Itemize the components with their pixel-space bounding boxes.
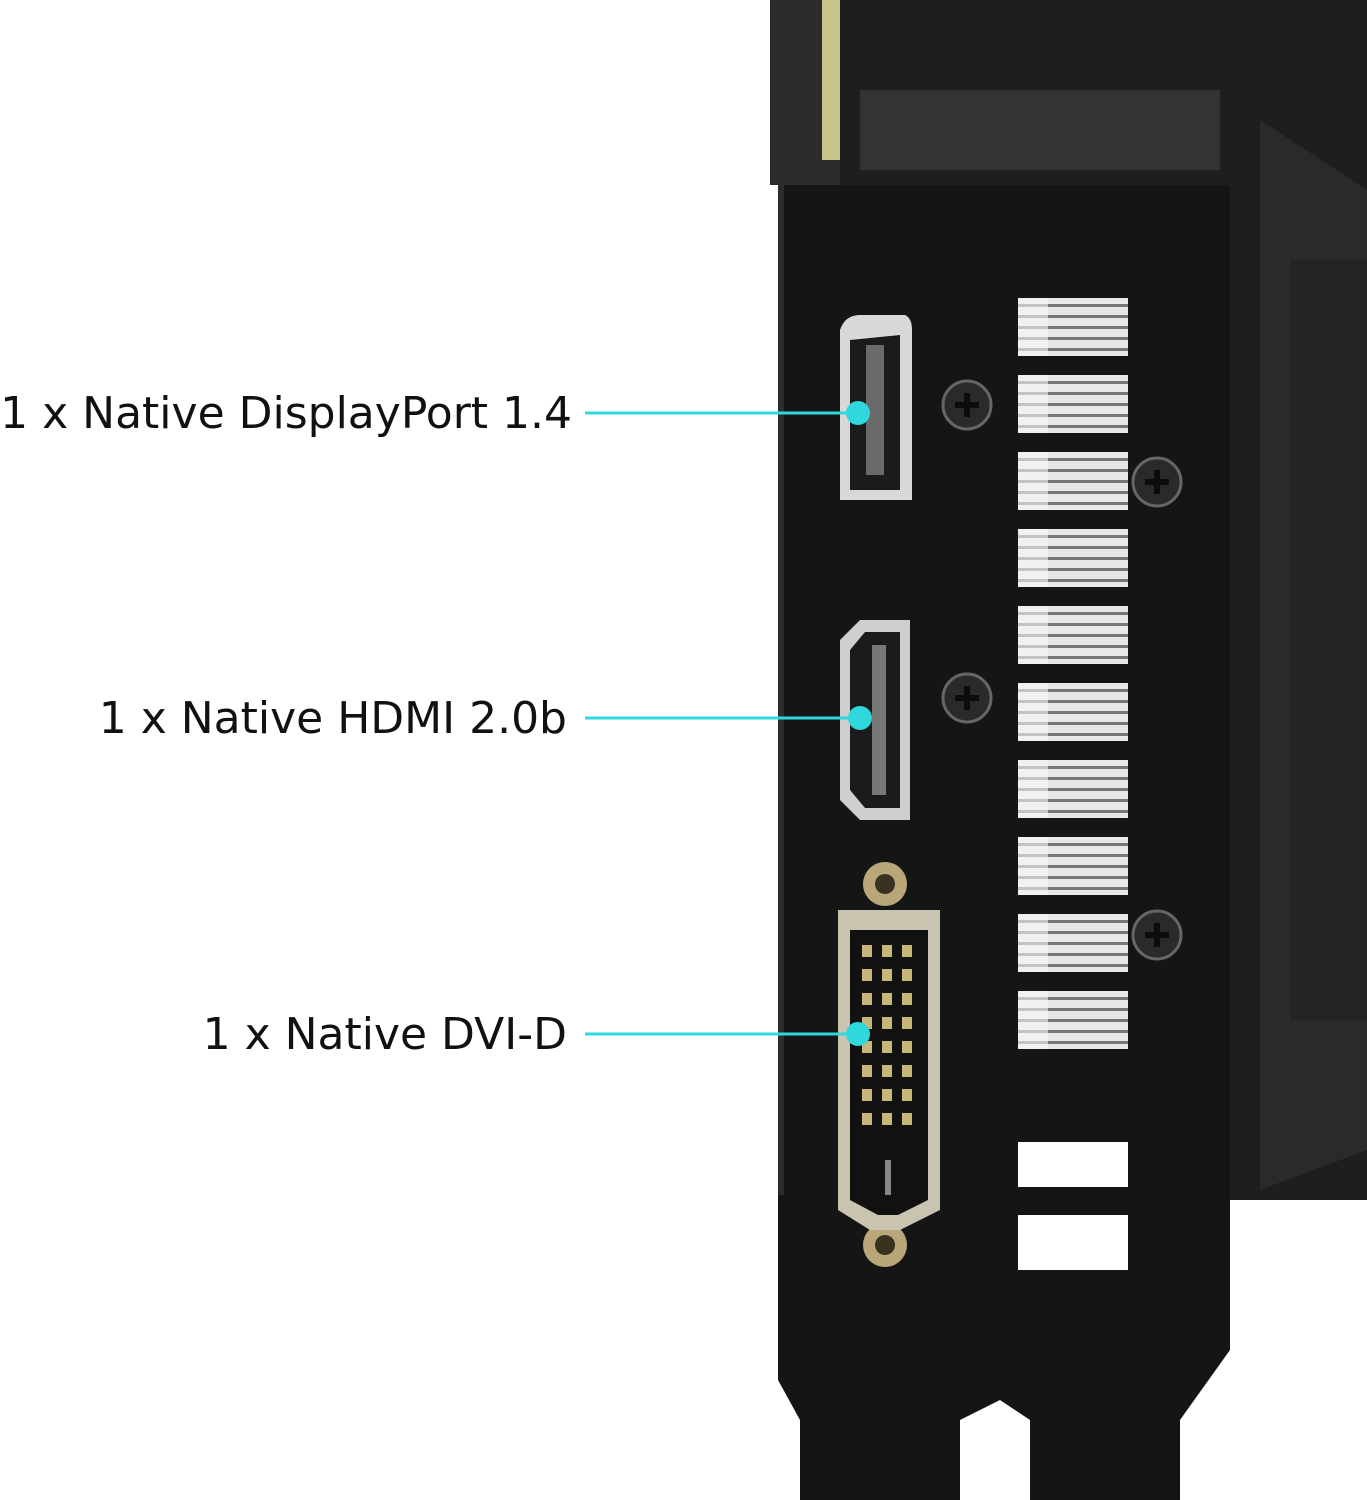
vent-slot: [1018, 375, 1128, 433]
dvi-pin: [862, 993, 872, 1005]
dvi-pin: [862, 969, 872, 981]
dvi-pin: [882, 1065, 892, 1077]
dvi-pin: [862, 1089, 872, 1101]
dvi-pin: [882, 1017, 892, 1029]
dvi-pin: [902, 1089, 912, 1101]
callout-label-displayport: 1 x Native DisplayPort 1.4: [0, 388, 572, 439]
vent-slot: [1018, 683, 1128, 741]
vent-slot: [1018, 606, 1128, 664]
vent-slots: [1018, 298, 1128, 1049]
screw-icon: [1131, 456, 1183, 508]
dvi-pin: [862, 1017, 872, 1029]
dvi-pin: [882, 1089, 892, 1101]
dvi-pin: [882, 993, 892, 1005]
dvi-pin: [902, 993, 912, 1005]
dvi-pin: [902, 1065, 912, 1077]
dvi-pin: [902, 1113, 912, 1125]
card-shroud: [770, 0, 1367, 1200]
callout-lines: [585, 401, 872, 1046]
callout-dot-hdmi: [848, 706, 872, 730]
vent-slot: [1018, 914, 1128, 972]
dvi-pin: [902, 1041, 912, 1053]
vent-slot: [1018, 529, 1128, 587]
dvi-pin: [902, 945, 912, 957]
dvi-pin: [862, 1041, 872, 1053]
callout-dot-displayport: [846, 401, 870, 425]
displayport-connector: [840, 315, 912, 500]
callout-label-hdmi: 1 x Native HDMI 2.0b: [98, 693, 567, 744]
dvi-pin: [882, 1041, 892, 1053]
vent-slot: [1018, 760, 1128, 818]
dvi-pin: [882, 1113, 892, 1125]
dvi-pin: [862, 1113, 872, 1125]
dvi-pin: [902, 1017, 912, 1029]
screw-icon: [941, 379, 993, 431]
hdmi-connector: [840, 620, 910, 820]
dvi-pin: [862, 1065, 872, 1077]
vent-slot: [1018, 298, 1128, 356]
callout-dot-dvi-d: [846, 1022, 870, 1046]
callout-label-dvi-d: 1 x Native DVI-D: [202, 1009, 567, 1060]
dvi-pin: [862, 945, 872, 957]
vent-slot: [1018, 837, 1128, 895]
dvi-d-connector: [838, 862, 940, 1267]
dvi-pin: [882, 945, 892, 957]
dvi-pin: [902, 969, 912, 981]
screw-icon: [1131, 909, 1183, 961]
screw-icon: [941, 672, 993, 724]
dvi-pin: [882, 969, 892, 981]
vent-slot: [1018, 991, 1128, 1049]
vent-slot: [1018, 452, 1128, 510]
